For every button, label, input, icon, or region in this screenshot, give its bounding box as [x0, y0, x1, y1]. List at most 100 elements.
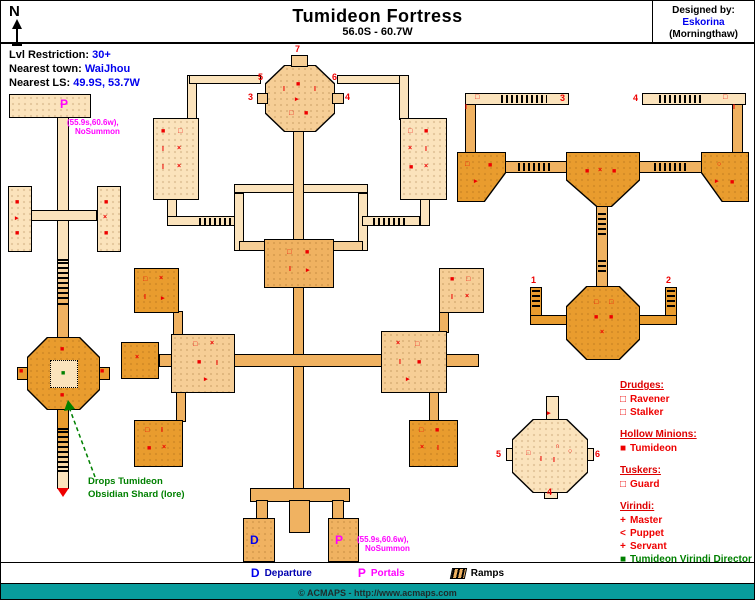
map-room [97, 186, 121, 252]
ramp-icon [449, 567, 467, 579]
monster-marker: ■ [424, 128, 429, 135]
legend-item: □Ravener [620, 394, 753, 405]
monster-marker: × [162, 444, 167, 451]
map-label-4: 4 [345, 92, 351, 102]
ramps-label: Ramps [470, 567, 505, 579]
monster-marker: I [399, 359, 401, 366]
monster-marker: ■ [104, 199, 109, 206]
map-corridor [57, 304, 69, 340]
monster-marker: I [162, 146, 164, 153]
map-portal-room [9, 94, 91, 118]
map-label-P: P [335, 533, 344, 547]
designer-block: Designed by: Eskorina (Morningthaw) [656, 5, 751, 41]
map-stub [332, 93, 344, 104]
map-corridor [530, 315, 570, 325]
map-corridor [57, 407, 69, 429]
map-room [153, 118, 199, 200]
monster-marker: × [177, 145, 182, 152]
monster-marker: ▸ [204, 376, 208, 383]
legend-item-glyph: □ [620, 479, 627, 490]
ramp [667, 290, 675, 310]
monster-marker: I [451, 294, 453, 301]
monster-marker: × [465, 293, 470, 300]
legend-ramps: Ramps [449, 567, 505, 579]
designer-name: Eskorina [682, 17, 725, 28]
page-title: Tumideon Fortress [292, 6, 463, 26]
monster-marker: ▸ [715, 178, 719, 185]
ramp [373, 218, 407, 225]
map-stub [257, 93, 268, 104]
monster-marker: ■ [612, 168, 617, 175]
map-label-5: 5 [258, 72, 264, 82]
monster-marker: □ [419, 427, 424, 434]
monster-marker: ■ [305, 249, 310, 256]
compass-n-label: N [9, 3, 20, 20]
monster-marker: I [289, 266, 291, 273]
ramp [58, 262, 68, 302]
monster-marker: □ [287, 249, 292, 256]
monster-marker: ○ [717, 161, 722, 168]
legend-portals: P Portals [358, 566, 405, 580]
ramp [532, 290, 540, 310]
monster-marker: × [420, 444, 425, 451]
monster-marker: □ [178, 128, 183, 135]
legend-item-glyph: + [620, 515, 626, 526]
map-room [264, 239, 334, 288]
legend-section-header: Hollow Minions: [620, 429, 697, 440]
drop-annotation: Drops Tumideon Obsidian Shard (lore) [88, 476, 185, 500]
monster-marker: ■ [15, 199, 20, 206]
ramp [598, 213, 606, 237]
level-restriction-value: 30+ [92, 49, 111, 61]
map-corridor [289, 500, 310, 533]
legend-item-name: Tumideon [630, 443, 678, 454]
nearest-ls-label: Nearest LS: [9, 77, 71, 89]
monster-marker: × [408, 145, 413, 152]
monster-marker: I [733, 104, 735, 111]
map-corridor-spine [293, 366, 304, 490]
monster-marker: ■ [161, 128, 166, 135]
legend-section: Drudges:□Ravener□Stalker [620, 380, 753, 418]
footer-divider-top [1, 562, 754, 563]
monster-marker: ■ [15, 230, 20, 237]
ramp [58, 431, 68, 469]
map-octagon-room [266, 66, 334, 131]
departure-key: D [250, 566, 260, 580]
legend-item-name: Master [630, 515, 663, 526]
monster-marker: ■ [450, 276, 455, 283]
copyright-text: © ACMAPS - http://www.acmaps.com [298, 587, 457, 598]
monster-marker: ■ [304, 110, 309, 117]
map-label-4: 4 [547, 487, 553, 497]
map-corridor [256, 500, 268, 520]
map-corridor [173, 311, 183, 336]
monster-marker: □ [289, 110, 294, 117]
monster-marker: × [396, 340, 401, 347]
monster-marker: ■ [435, 427, 440, 434]
map-label-2: 2 [666, 275, 672, 285]
legend-item-name: Servant [630, 541, 667, 552]
monster-marker: ■ [296, 81, 301, 88]
map-label-4: 4 [633, 93, 639, 103]
ramp [501, 95, 547, 103]
monster-marker: I [425, 146, 427, 153]
monster-marker: × [598, 167, 603, 174]
nearest-town-value: WaiJhou [84, 63, 131, 75]
monster-marker: ▸ [15, 215, 19, 222]
map-corridor [331, 241, 363, 251]
map-room [134, 420, 183, 467]
legend-item-glyph: ■ [620, 554, 627, 565]
monster-marker: I [314, 86, 316, 93]
nearest-town-label: Nearest town: [9, 63, 82, 75]
map-inner-chamber [50, 360, 78, 388]
map-room [8, 186, 32, 252]
drop-point-marker [57, 488, 69, 497]
map-label-6: 6 [332, 72, 338, 82]
monster-marker: □ [465, 161, 470, 168]
monster-marker: ▸ [306, 267, 310, 274]
monster-marker: I [283, 86, 285, 93]
legend-item-name: Guard [630, 479, 660, 490]
map-corridor [189, 75, 261, 84]
monster-marker: ■ [60, 346, 65, 353]
monster-marker: □ [594, 299, 599, 306]
legend-section-header: Virindi: [620, 501, 655, 512]
